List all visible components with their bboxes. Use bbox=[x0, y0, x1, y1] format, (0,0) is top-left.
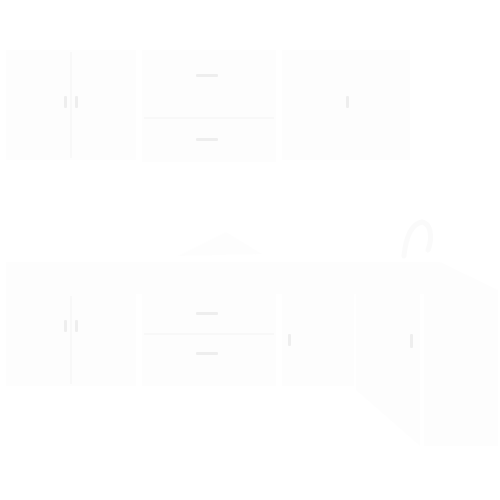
base-cabinet-corner-face bbox=[356, 294, 420, 446]
base-cabinet-center-handle-a bbox=[196, 312, 218, 315]
base-cabinet-right-handle bbox=[288, 334, 291, 346]
upper-cabinet-center-body bbox=[142, 50, 276, 162]
appliances bbox=[178, 219, 433, 259]
upper-cabinet-left-double-door bbox=[6, 50, 136, 160]
base-cabinet-left-handle-b bbox=[75, 320, 78, 332]
base-cabinet-right-door bbox=[282, 294, 354, 386]
faucet-icon bbox=[401, 219, 433, 259]
upper-cabinet-center-handle-a bbox=[196, 74, 218, 77]
upper-cabinet-left-handle-a bbox=[64, 96, 67, 108]
base-cabinet-center-drawers bbox=[142, 294, 276, 386]
base-cabinet-center-handle-b bbox=[196, 352, 218, 355]
upper-cabinet-center-handle-b bbox=[196, 138, 218, 141]
base-cabinet-right-body bbox=[282, 294, 354, 386]
upper-cabinet-center-drawers bbox=[142, 50, 276, 162]
base-cabinet-corner-side bbox=[424, 294, 498, 446]
base-cabinet-corner-end-unit bbox=[356, 294, 498, 446]
base-cabinet-left-double-door bbox=[6, 294, 136, 386]
base-cabinet-corner-handle bbox=[410, 334, 413, 348]
base-cabinet-center-body bbox=[142, 294, 276, 386]
upper-cabinet-right-handle bbox=[346, 96, 349, 108]
upper-cabinets bbox=[6, 50, 410, 162]
countertop bbox=[6, 262, 498, 294]
upper-cabinet-right-single-door bbox=[282, 50, 410, 160]
base-cabinets bbox=[6, 294, 498, 446]
upper-cabinet-left-handle-b bbox=[75, 96, 78, 108]
range-hood-icon bbox=[178, 232, 262, 256]
base-cabinet-left-handle-a bbox=[64, 320, 67, 332]
